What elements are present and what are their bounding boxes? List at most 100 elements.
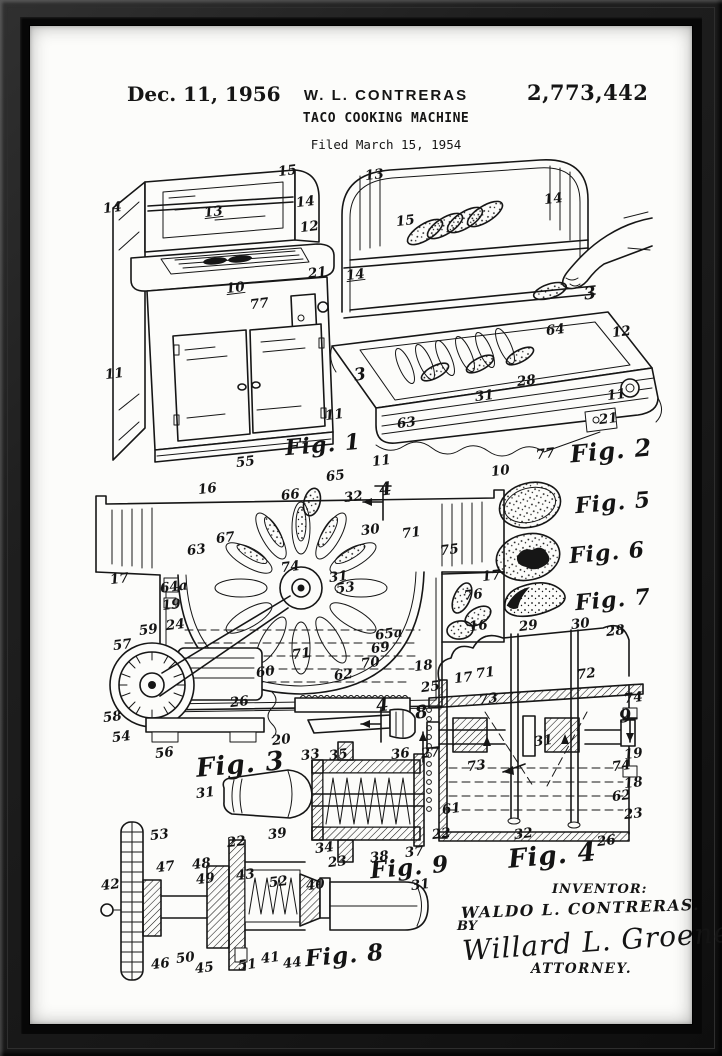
ref-numeral-fig-3: 17 (109, 570, 130, 588)
ref-numeral-fig-8: 31 (410, 876, 431, 894)
inventor-label: INVENTOR: (552, 882, 647, 897)
ref-numeral-fig-3: 70 (360, 654, 381, 672)
figure-caption-fig-2: Fig. 2 (569, 432, 654, 468)
figure-caption-fig-4: Fig. 4 (507, 837, 598, 875)
ref-numeral-fig-1: 13 (203, 203, 224, 221)
ref-numeral-fig-4: 22 (431, 825, 452, 843)
ref-numeral-fig-2: 15 (395, 212, 416, 230)
ref-numeral-fig-9: 39 (267, 825, 288, 843)
ref-numeral-fig-4: 72 (576, 665, 597, 683)
ref-numeral-fig-3: 58 (102, 708, 123, 726)
ref-numeral-fig-3: 65 (325, 467, 346, 485)
attorney-label: ATTORNEY. (531, 961, 632, 977)
figure-caption-fig-8: Fig. 8 (304, 939, 385, 973)
figure-caption-fig-3: Fig. 3 (195, 746, 286, 784)
ref-numeral-fig-1: 10 (225, 279, 246, 297)
ref-numeral-fig-4: 73 (478, 690, 499, 708)
ref-numeral-fig-2: 3 (583, 283, 597, 304)
ref-numeral-fig-4: 62 (611, 787, 632, 805)
ref-numeral-fig-3: 76 (463, 586, 484, 604)
ref-numeral-fig-3: 8 (414, 701, 429, 723)
ref-numeral-fig-2: 11 (371, 452, 392, 470)
ref-numeral-fig-4: 9 (618, 705, 633, 727)
ref-numeral-fig-8: 44 (282, 954, 303, 972)
ref-numeral-fig-8: 45 (194, 959, 215, 977)
ref-numeral-fig-3: 64a (159, 577, 188, 596)
ref-numeral-fig-1: 11 (104, 365, 125, 383)
ref-numeral-fig-4: 32 (513, 825, 534, 843)
ref-numeral-fig-4: 74 (611, 757, 632, 775)
ref-numeral-fig-4: 73 (466, 757, 487, 775)
ref-numeral-fig-4: 28 (605, 622, 626, 640)
ref-numeral-fig-3: 74 (280, 558, 301, 576)
ref-numeral-fig-2: 10 (490, 462, 511, 480)
ref-numeral-fig-9: 37 (404, 843, 425, 861)
ref-numeral-fig-8: 41 (260, 949, 281, 967)
ref-numeral-fig-3: 71 (401, 524, 422, 542)
ref-numeral-fig-3: 4 (378, 478, 393, 500)
ref-numeral-fig-2: 77 (535, 445, 556, 463)
ref-numeral-fig-1: 12 (299, 218, 320, 236)
ref-numeral-fig-2: 63 (396, 414, 417, 432)
ref-numeral-fig-2: 14 (345, 266, 366, 284)
ref-numeral-fig-9: 35 (328, 746, 349, 764)
ref-numeral-fig-4: 61 (441, 800, 462, 818)
ref-numeral-fig-1: 55 (235, 453, 256, 471)
ref-numeral-fig-3: 66 (280, 486, 301, 504)
ref-numeral-fig-4: 74 (623, 689, 644, 707)
ref-numeral-fig-3: 32 (343, 488, 364, 506)
ref-numeral-fig-3: 59 (138, 621, 159, 639)
ref-numeral-fig-3: 19 (161, 596, 182, 614)
ref-numeral-fig-1: 15 (277, 162, 298, 180)
figure-caption-fig-5: Fig. 5 (574, 487, 652, 520)
ref-numeral-fig-3: 75 (439, 541, 460, 559)
ref-numeral-fig-3: 53 (335, 579, 356, 597)
ref-numeral-fig-3: 26 (229, 693, 250, 711)
ref-numeral-fig-3: 60 (255, 663, 276, 681)
ref-numeral-fig-3: 63 (186, 541, 207, 559)
ref-numeral-fig-3: 24 (165, 616, 186, 634)
figure-caption-fig-1: Fig. 1 (284, 429, 362, 462)
ref-numeral-fig-9: 23 (327, 853, 348, 871)
ref-numeral-fig-1: 21 (307, 264, 328, 282)
ref-numeral-fig-2: 21 (598, 410, 619, 428)
ref-numeral-fig-8: 50 (175, 949, 196, 967)
ref-numeral-fig-4: 71 (475, 664, 496, 682)
ref-numeral-fig-3: 57 (112, 636, 133, 654)
ref-numeral-fig-8: 46 (150, 955, 171, 973)
ref-numeral-fig-3: 56 (154, 744, 175, 762)
ref-numeral-fig-3: 67 (215, 529, 236, 547)
ref-numeral-fig-3: 25 (420, 678, 441, 696)
ref-numeral-fig-8: 52 (268, 873, 289, 891)
ref-numeral-fig-9: 31 (195, 784, 216, 802)
ref-numeral-fig-4: 29 (518, 617, 539, 635)
ref-numeral-fig-3: 54 (111, 728, 132, 746)
ref-numeral-fig-2: 28 (516, 372, 537, 390)
ref-numeral-fig-3: 71 (291, 645, 312, 663)
ref-numeral-fig-1: 11 (324, 406, 345, 424)
ref-numeral-fig-3: 62 (333, 666, 354, 684)
ref-numeral-fig-8: 53 (149, 826, 170, 844)
ref-numeral-fig-9: 38 (369, 848, 390, 866)
ref-numeral-fig-8: 40 (305, 876, 326, 894)
ref-numeral-fig-1: 14 (102, 199, 123, 217)
ref-numeral-fig-1: 77 (249, 295, 270, 313)
ref-numeral-fig-3: 27 (420, 744, 441, 762)
ref-numeral-fig-4: 17 (453, 669, 474, 687)
ref-numeral-fig-8: 42 (100, 876, 121, 894)
ref-numeral-fig-2: 11 (606, 386, 627, 404)
ref-numeral-fig-8: 47 (155, 858, 176, 876)
figure-caption-fig-6: Fig. 6 (568, 537, 646, 570)
ref-numeral-fig-3: 17 (481, 567, 502, 585)
ref-numeral-fig-8: 22 (226, 833, 247, 851)
ref-numeral-fig-4: 16 (468, 617, 489, 635)
ref-numeral-fig-3: 4 (375, 694, 390, 716)
ref-numeral-fig-2: 3 (353, 364, 367, 385)
ref-numeral-fig-3: 20 (271, 731, 292, 749)
ref-numeral-fig-4: 31 (533, 732, 554, 750)
ref-numeral-fig-9: 36 (390, 745, 411, 763)
ref-numeral-fig-3: 18 (413, 657, 434, 675)
ref-numeral-fig-2: 12 (611, 323, 632, 341)
ref-numeral-fig-2: 31 (474, 387, 495, 405)
